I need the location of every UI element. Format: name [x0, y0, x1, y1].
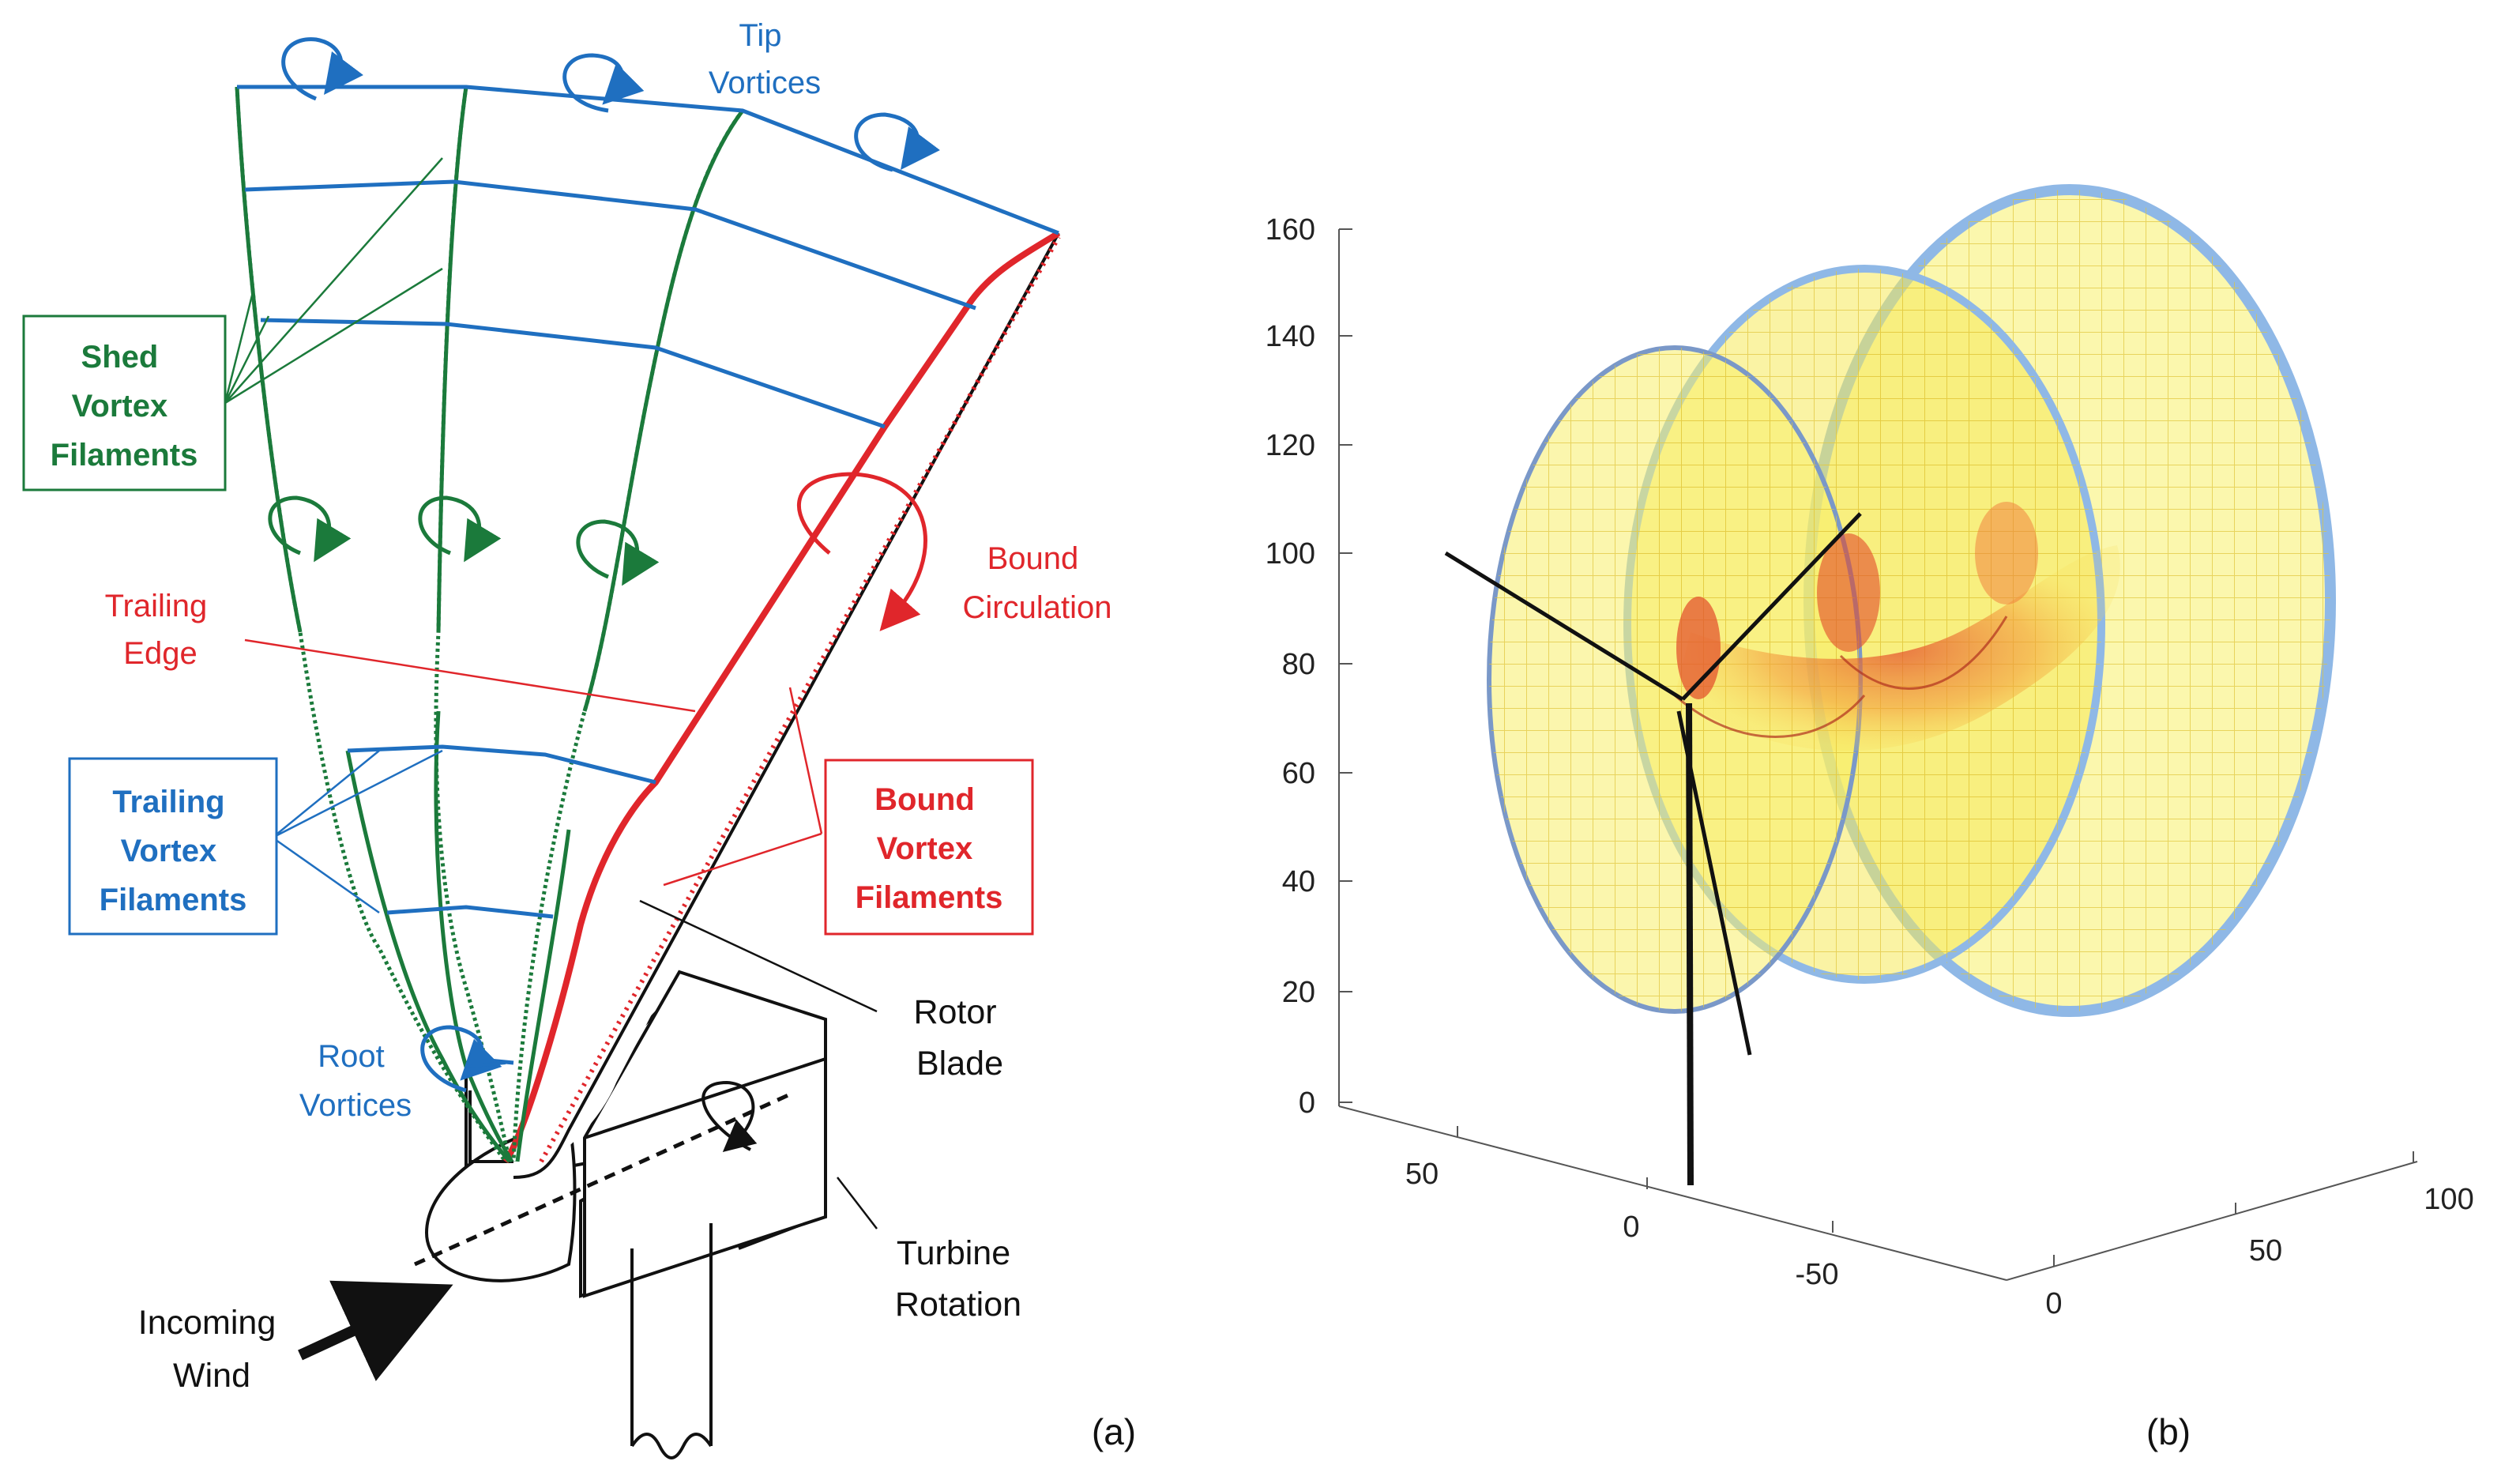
wake-surfaces — [1487, 184, 2336, 1017]
shed-vortex-label: Shed Vortex Filaments — [51, 340, 198, 473]
trailing-edge-label: Trailing Edge — [105, 589, 216, 671]
z-tick: 0 — [1299, 1086, 1315, 1120]
bound-vortex-label: Bound Vortex Filaments — [856, 782, 1003, 915]
z-axis-ticks: 160 140 120 100 80 60 40 20 0 — [1266, 213, 1315, 1120]
z-tick: 160 — [1266, 213, 1315, 247]
panel-b-wake-plot: 160 140 120 100 80 60 40 20 0 50 0 -50 0… — [1266, 184, 2474, 1452]
z-tick: 60 — [1282, 757, 1315, 790]
incoming-wind-label: Incoming Wind — [138, 1304, 285, 1395]
rotor-blade-label: Rotor Blade — [913, 993, 1006, 1083]
root-vortices-label: Root Vortices — [299, 1039, 412, 1123]
tip-vortex-arrows — [281, 37, 940, 172]
root-vortex-link — [465, 1061, 506, 1068]
panel-b-label: (b) — [2146, 1411, 2191, 1452]
turbine-rotation-arrow — [701, 1080, 758, 1153]
rotor-blade — [502, 230, 1061, 1179]
turbine-rotation-label: Turbine Rotation — [895, 1234, 1021, 1324]
bound-circulation-label: Bound Circulation — [963, 541, 1112, 625]
z-tick: 100 — [1266, 537, 1315, 571]
x-tick: 100 — [2424, 1183, 2473, 1216]
tip-vortices-label: Tip Vortices — [709, 18, 821, 100]
z-tick: 80 — [1282, 648, 1315, 681]
x-axis-ticks: 0 50 100 — [2045, 1183, 2473, 1320]
turbine-model — [1444, 512, 1862, 1186]
bound-circulation-arrow — [797, 472, 927, 631]
root-vortex-arrow — [420, 1025, 502, 1093]
shed-vortex-box — [22, 314, 227, 491]
z-tick: 40 — [1282, 865, 1315, 898]
bound-vortex-box — [824, 759, 1034, 936]
shed-circulation-arrows — [268, 495, 660, 586]
trailing-vortex-box — [68, 757, 278, 936]
y-axis-ticks: 50 0 -50 — [1405, 1158, 1839, 1291]
trailing-vortex-label: Trailing Vortex Filaments — [100, 785, 247, 917]
y-tick: -50 — [1796, 1258, 1839, 1291]
z-tick: 20 — [1282, 976, 1315, 1009]
axes-3d — [1338, 228, 2418, 1281]
panel-a-diagram: Tip Vortices Shed Vortex Filaments Trail… — [22, 18, 1136, 1459]
y-tick: 0 — [1623, 1211, 1639, 1244]
z-tick: 120 — [1266, 429, 1315, 462]
z-tick: 140 — [1266, 320, 1315, 353]
x-tick: 0 — [2045, 1287, 2062, 1320]
leader-lines — [224, 157, 878, 1230]
x-tick: 50 — [2249, 1234, 2282, 1267]
y-tick: 50 — [1405, 1158, 1439, 1191]
incoming-wind-arrow — [298, 1280, 453, 1381]
panel-a-label: (a) — [1092, 1411, 1136, 1452]
